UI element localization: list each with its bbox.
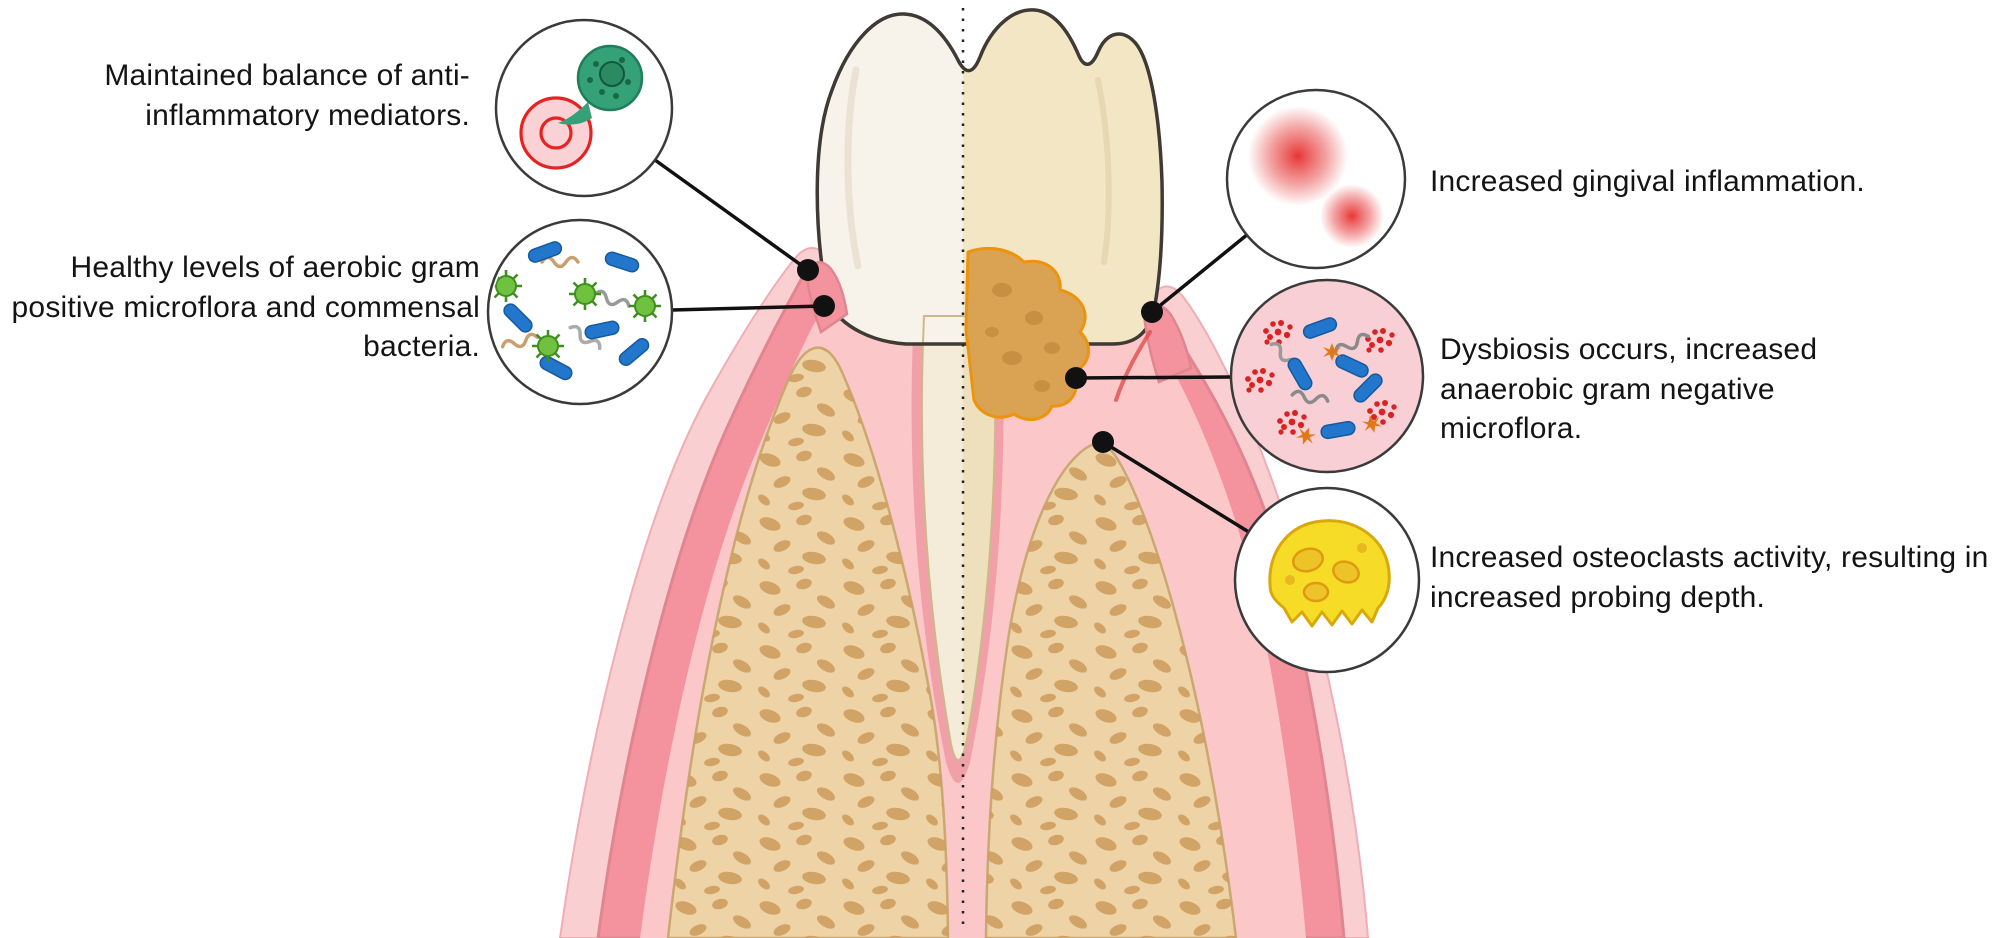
callout-inflammation bbox=[1225, 88, 1407, 270]
callout-dysbiosis bbox=[1229, 278, 1425, 474]
tooth-root-outline bbox=[920, 315, 997, 761]
annotation-osteoclasts: Increased osteoclasts activity, resultin… bbox=[1430, 541, 1989, 614]
crown-shading bbox=[844, 66, 862, 270]
tooth bbox=[804, 8, 1193, 783]
callout-mediators bbox=[494, 18, 674, 198]
callout-healthy-flora bbox=[486, 218, 674, 406]
callout-circle bbox=[1229, 278, 1425, 474]
callout-osteoclasts bbox=[1233, 486, 1421, 674]
bone-right-texture bbox=[986, 444, 1236, 938]
annotation-mediators: Maintained balance of anti-inflammatory … bbox=[104, 59, 470, 132]
annotation-inflammation: Increased gingival inflammation. bbox=[1430, 165, 1865, 198]
plaque-calculus bbox=[964, 246, 1090, 422]
pocket-inflamed-line bbox=[1114, 330, 1152, 402]
crown-shading-right bbox=[1095, 77, 1112, 265]
bone-left-texture bbox=[668, 347, 948, 938]
alveolar-bone bbox=[666, 346, 1238, 938]
callout-dots bbox=[797, 259, 1163, 453]
osteoclast-icon bbox=[1268, 519, 1391, 628]
inflammation-icon bbox=[1248, 106, 1384, 248]
callout-lines bbox=[653, 158, 1253, 536]
annotation-dysbiosis: Dysbiosis occurs, increased anaerobic gr… bbox=[1440, 333, 1818, 446]
annotation-healthy-flora: Healthy levels of aerobic gram positive … bbox=[11, 251, 480, 364]
immune-cells-icon bbox=[519, 44, 644, 170]
